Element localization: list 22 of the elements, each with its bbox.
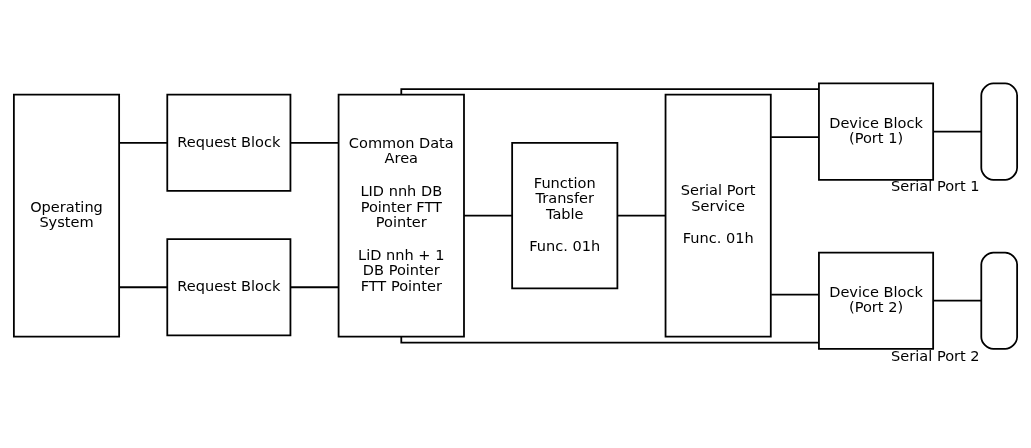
node-box: Serial Port Service Func. 01h bbox=[664, 93, 772, 338]
node-capsule bbox=[980, 251, 1018, 350]
node-box: Request Block bbox=[166, 93, 292, 192]
connector bbox=[932, 299, 983, 302]
connector bbox=[118, 141, 168, 144]
connector bbox=[463, 214, 513, 217]
node-capsule bbox=[980, 82, 1018, 181]
connector bbox=[289, 141, 340, 144]
node-box: Request Block bbox=[166, 238, 292, 337]
connector bbox=[289, 286, 340, 289]
connector bbox=[770, 136, 820, 139]
connector bbox=[932, 130, 983, 133]
connector bbox=[400, 88, 820, 96]
node-box: Operating System bbox=[13, 93, 121, 338]
connector bbox=[616, 214, 667, 217]
node-box: Device Block (Port 2) bbox=[818, 251, 935, 350]
node-box: Common Data Area LID nnh DB Pointer FTT Pointer LiD nnh + 1 DB Pointer FTT Pointer bbox=[337, 93, 465, 338]
node-box: Device Block (Port 1) bbox=[818, 82, 935, 181]
connector bbox=[770, 293, 820, 296]
connector bbox=[400, 335, 820, 344]
connector bbox=[118, 286, 168, 289]
node-box: Function Transfer Table Func. 01h bbox=[511, 141, 619, 290]
